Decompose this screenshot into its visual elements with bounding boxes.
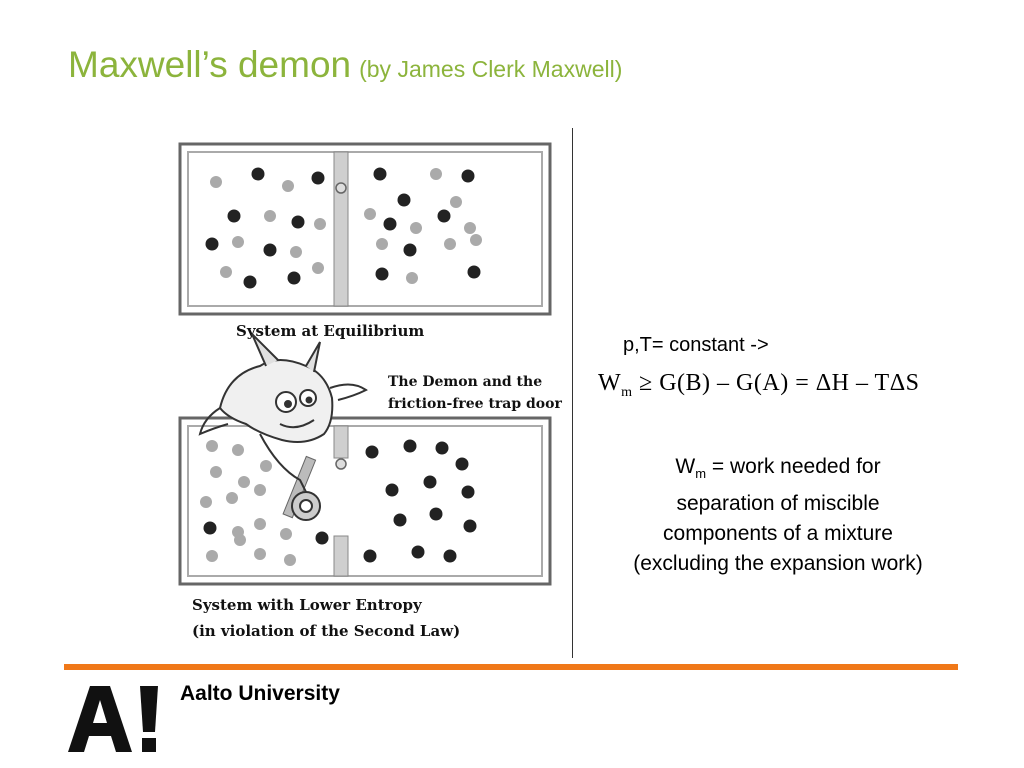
definition-line4: (excluding the expansion work) (633, 552, 923, 576)
title-main: Maxwell’s demon (68, 44, 352, 85)
definition-subscript: m (695, 466, 707, 482)
equilibrium-container (178, 142, 552, 316)
caption-equilibrium: System at Equilibrium (236, 322, 424, 340)
definition-line1-rest: = work needed for (706, 455, 881, 478)
definition-line2: separation of miscible (676, 492, 880, 516)
molecules-top (205, 167, 482, 289)
slide-title: Maxwell’s demon (by James Clerk Maxwell) (68, 44, 622, 86)
aalto-logo (66, 680, 162, 759)
demon-icon (198, 333, 368, 521)
maxwell-demon-figure: System at Equilibrium The Demon and the … (110, 128, 572, 658)
university-name: Aalto University (180, 682, 340, 705)
vertical-divider (572, 128, 573, 658)
trap-door-hinge-icon (335, 458, 347, 470)
formula-w: W (598, 370, 622, 396)
caption-lower-entropy-line1: System with Lower Entropy (192, 596, 423, 614)
condition-text: p,T= constant -> (623, 334, 769, 356)
formula-subscript: m (621, 384, 633, 400)
formula-rest: ≥ G(B) – G(A) = ΔH – TΔS (639, 370, 920, 396)
figure-illustration: System at Equilibrium The Demon and the … (178, 142, 562, 640)
molecules-bottom (200, 439, 477, 566)
caption-lower-entropy-line2: (in violation of the Second Law) (192, 622, 460, 640)
aalto-logo-icon (68, 686, 158, 752)
gibbs-formula: Wm ≥ G(B) – G(A) = ΔH – TΔS (598, 370, 920, 401)
low-entropy-container (178, 416, 552, 586)
definition-text: Wm = work needed for separation of misci… (590, 452, 966, 579)
footer-divider (64, 664, 958, 670)
demon-label-line1: The Demon and the (388, 374, 542, 390)
definition-line3: components of a mixture (663, 522, 893, 546)
trap-door-hinge-icon (335, 182, 347, 194)
definition-line1: Wm = work needed for (590, 452, 966, 489)
demon-label-line2: friction-free trap door (388, 396, 562, 412)
title-subtitle: (by James Clerk Maxwell) (359, 56, 623, 82)
definition-w: W (675, 455, 696, 478)
